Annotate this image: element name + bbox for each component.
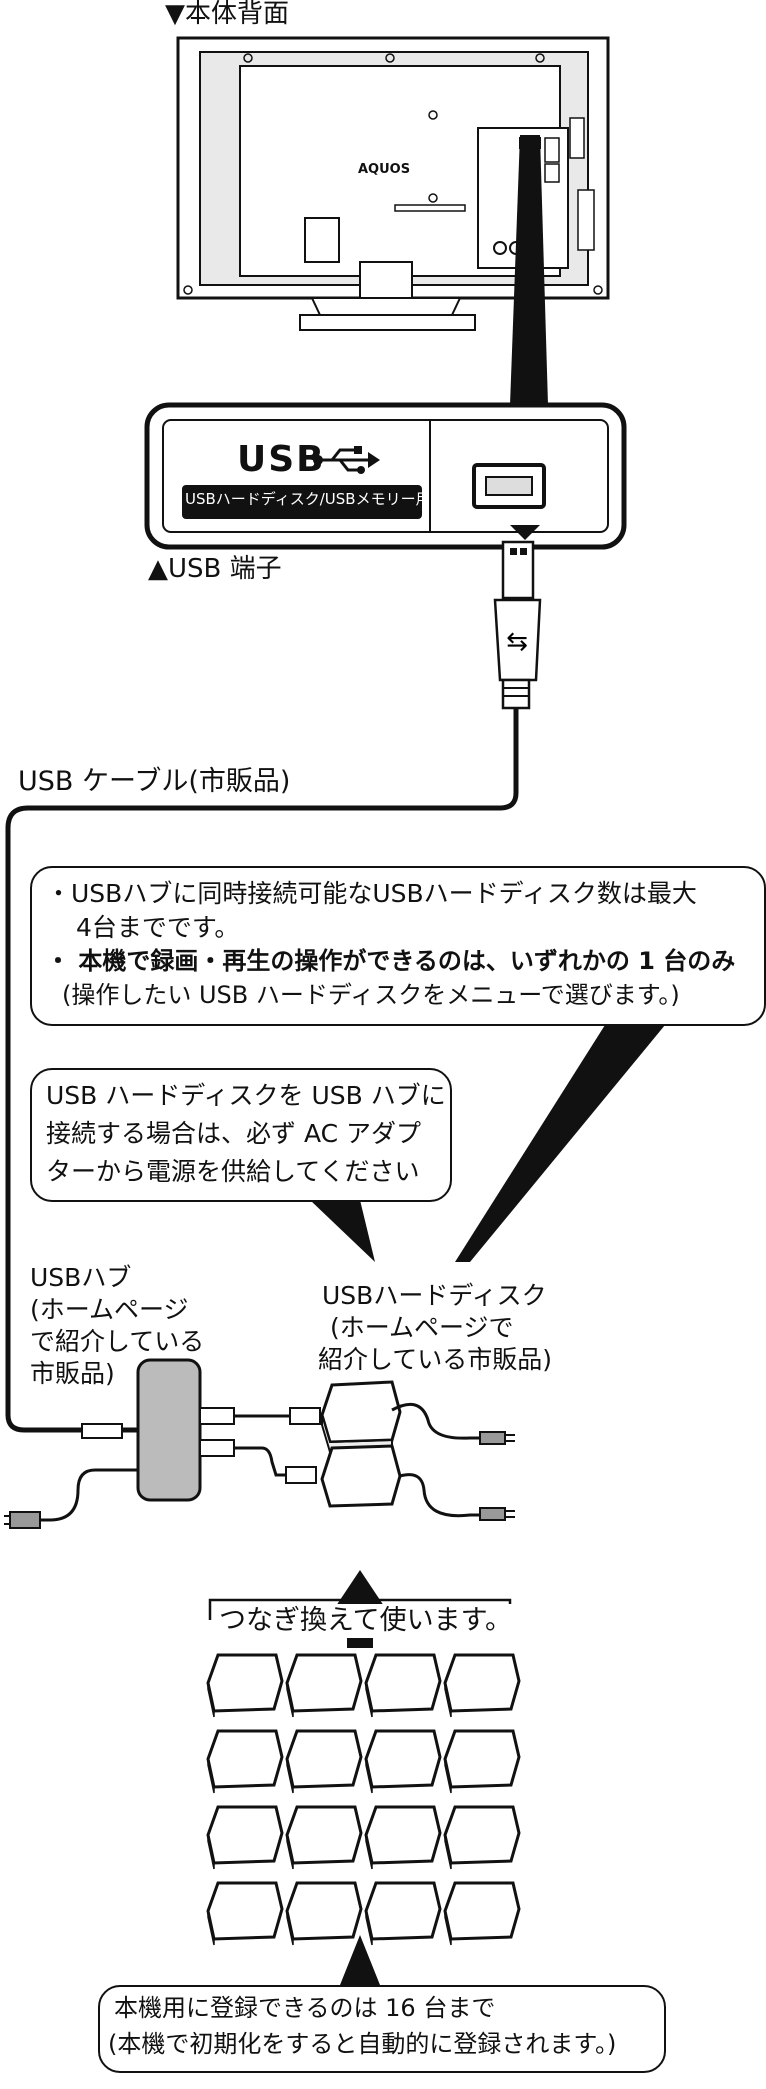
hdd-grid-item <box>206 1729 284 1789</box>
note-line-4: (操作したい USB ハードディスクをメニューで選びます。) <box>62 981 680 1009</box>
hdd-grid-item-side <box>286 1910 294 1946</box>
usb-terminal-panel <box>144 402 627 550</box>
ac-line-1: USB ハードディスクを USB ハブに <box>46 1081 446 1110</box>
hdd-grid-item <box>364 1653 442 1713</box>
hdd-grid-illustration <box>206 1653 521 1946</box>
hdd-grid-item <box>443 1881 521 1941</box>
usb-logo-text: USB <box>237 439 326 480</box>
hdd-grid-item-side <box>286 1834 294 1870</box>
note-pointer <box>455 1025 665 1262</box>
hdd-grid-item-side <box>365 1910 373 1946</box>
port-callout-pointer <box>510 135 548 405</box>
hdd-grid-item <box>364 1729 442 1789</box>
hdd-grid-item-side <box>207 1758 215 1794</box>
hdd-grid-item-side <box>365 1834 373 1870</box>
hdd-grid-item-side <box>207 1834 215 1870</box>
register-line-1: 本機用に登録できるのは 16 台まで <box>114 1994 496 2022</box>
usb-cable <box>5 708 519 1433</box>
usb-port-caption: USBハードディスク/USBメモリー用 <box>185 490 431 508</box>
tv-brand-logo: AQUOS <box>358 162 411 177</box>
usb-cable-label: USB ケーブル(市販品) <box>18 766 291 797</box>
hdd-grid-item <box>443 1729 521 1789</box>
hdd-grid-item <box>443 1805 521 1865</box>
hdd-grid-item <box>206 1653 284 1713</box>
hdd-grid-item <box>285 1729 363 1789</box>
note-line-2: 4台までです。 <box>76 913 240 942</box>
hdd-grid-item-side <box>286 1682 294 1718</box>
hdd-pair-illustration <box>320 1380 515 1521</box>
hdd-grid-item-side <box>444 1834 452 1870</box>
hdd-grid-item <box>285 1653 363 1713</box>
hdd-grid-item-side <box>365 1758 373 1794</box>
note-line-1: ・USBハブに同時接続可能なUSBハードディスク数は最大 <box>46 879 697 908</box>
hdd-grid-item <box>364 1805 442 1865</box>
swap-label: つなぎ換えて使います。 <box>215 1604 516 1638</box>
hdd-grid-item <box>285 1805 363 1865</box>
hdd-grid-item-side <box>207 1910 215 1946</box>
hdd-label-line-1: USBハードディスク <box>322 1281 547 1310</box>
hdd-grid-item-side <box>444 1682 452 1718</box>
hdd-grid-item-side <box>207 1682 215 1718</box>
hdd-grid-item <box>443 1653 521 1713</box>
usb-plug-illustration: ⇆ <box>493 525 542 710</box>
hdd-grid-item-side <box>286 1758 294 1794</box>
hdd-grid-item <box>285 1881 363 1941</box>
hdd-label-line-2: (ホームページで <box>330 1313 514 1342</box>
note-box: ・USBハブに同時接続可能なUSBハードディスク数は最大 4台までです。 ・ 本… <box>30 866 766 1026</box>
note-line-3: ・ 本機で録画・再生の操作ができるのは、いずれかの 1 台のみ <box>46 947 736 975</box>
hub-label-line-4: 市販品) <box>30 1359 115 1388</box>
register-pointer <box>340 1935 380 1985</box>
hdd-grid-item <box>206 1805 284 1865</box>
usb-hub-illustration <box>4 1358 321 1529</box>
usb-symbol-icon <box>313 446 380 474</box>
ac-adapter-box: USB ハードディスクを USB ハブに 接続する場合は、必ず AC アダプ タ… <box>30 1068 452 1202</box>
hdd-grid-item <box>364 1881 442 1941</box>
ac-line-3: ターから電源を供給してください <box>46 1157 420 1186</box>
svg-text:⇆: ⇆ <box>506 627 528 657</box>
register-line-2: (本機で初期化をすると自動的に登録されます。) <box>108 2030 617 2058</box>
hub-label-line-1: USBハブ <box>30 1263 132 1292</box>
hub-label-line-2: (ホームページ <box>30 1295 189 1324</box>
hub-label-line-3: で紹介している <box>30 1327 205 1356</box>
hdd-label-line-3: 紹介している市販品) <box>318 1345 553 1374</box>
register-box: 本機用に登録できるのは 16 台まで (本機で初期化をすると自動的に登録されます… <box>98 1985 666 2073</box>
hdd-grid-item-side <box>444 1910 452 1946</box>
usb-terminal-label: ▲USB 端子 <box>148 554 282 584</box>
hdd-grid-item-side <box>365 1682 373 1718</box>
hdd-grid-item-side <box>444 1758 452 1794</box>
ac-pointer <box>310 1200 375 1262</box>
tv-back-label: ▼本体背面 <box>165 0 289 29</box>
hdd-grid-item <box>206 1881 284 1941</box>
ac-line-2: 接続する場合は、必ず AC アダプ <box>46 1119 422 1148</box>
